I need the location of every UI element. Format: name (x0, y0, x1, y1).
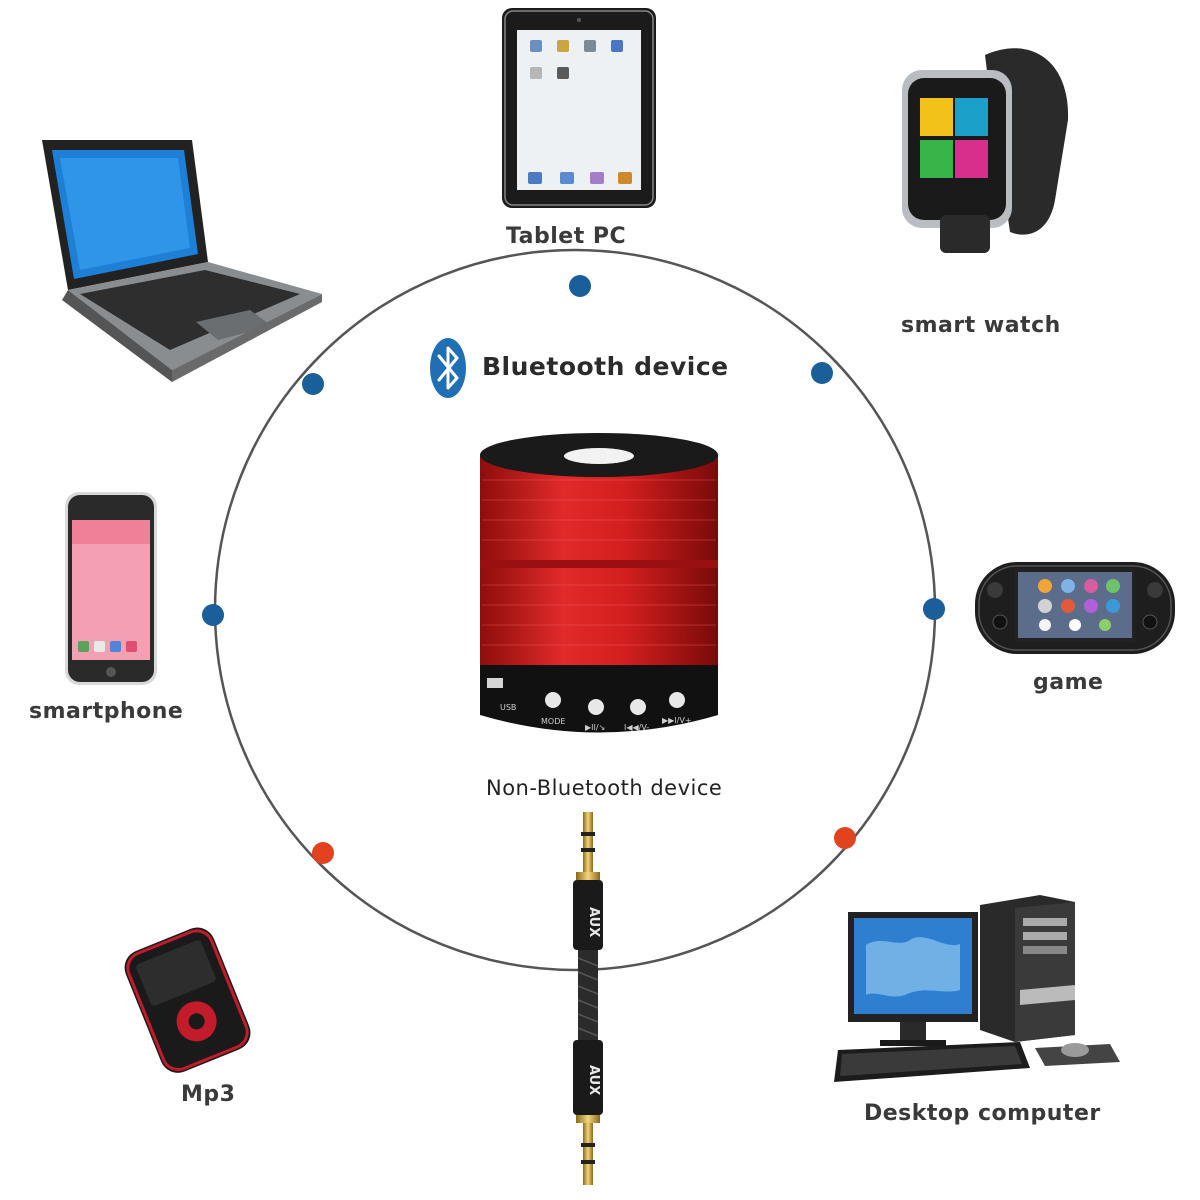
speaker-usb-label: USB (500, 703, 517, 712)
speaker-play-label: ▶II/↘ (585, 723, 606, 732)
dot-watch (811, 362, 833, 384)
game-label: game (1033, 670, 1104, 695)
speaker-prev-label: I◀◀/V- (624, 723, 650, 732)
smart-watch-label: smart watch (901, 313, 1061, 338)
dot-desktop (834, 827, 856, 849)
dot-smartphone (202, 604, 224, 626)
tablet-label: Tablet PC (506, 224, 627, 249)
mp3-label: Mp3 (181, 1082, 236, 1107)
dot-laptop (302, 373, 324, 395)
desktop-computer-label: Desktop computer (864, 1101, 1101, 1126)
dot-mp3 (312, 842, 334, 864)
aux-label-top: AUX (586, 906, 601, 938)
smartphone-label: smartphone (29, 699, 184, 724)
aux-label-bottom: AUX (586, 1064, 601, 1096)
non-bluetooth-label: Non-Bluetooth device (486, 776, 723, 800)
bluetooth-device-title: Bluetooth device (482, 352, 729, 381)
speaker-mode-label: MODE (541, 717, 566, 726)
dot-tablet (569, 275, 591, 297)
dot-game (923, 598, 945, 620)
speaker-next-label: ▶▶I/V+ (662, 716, 692, 725)
